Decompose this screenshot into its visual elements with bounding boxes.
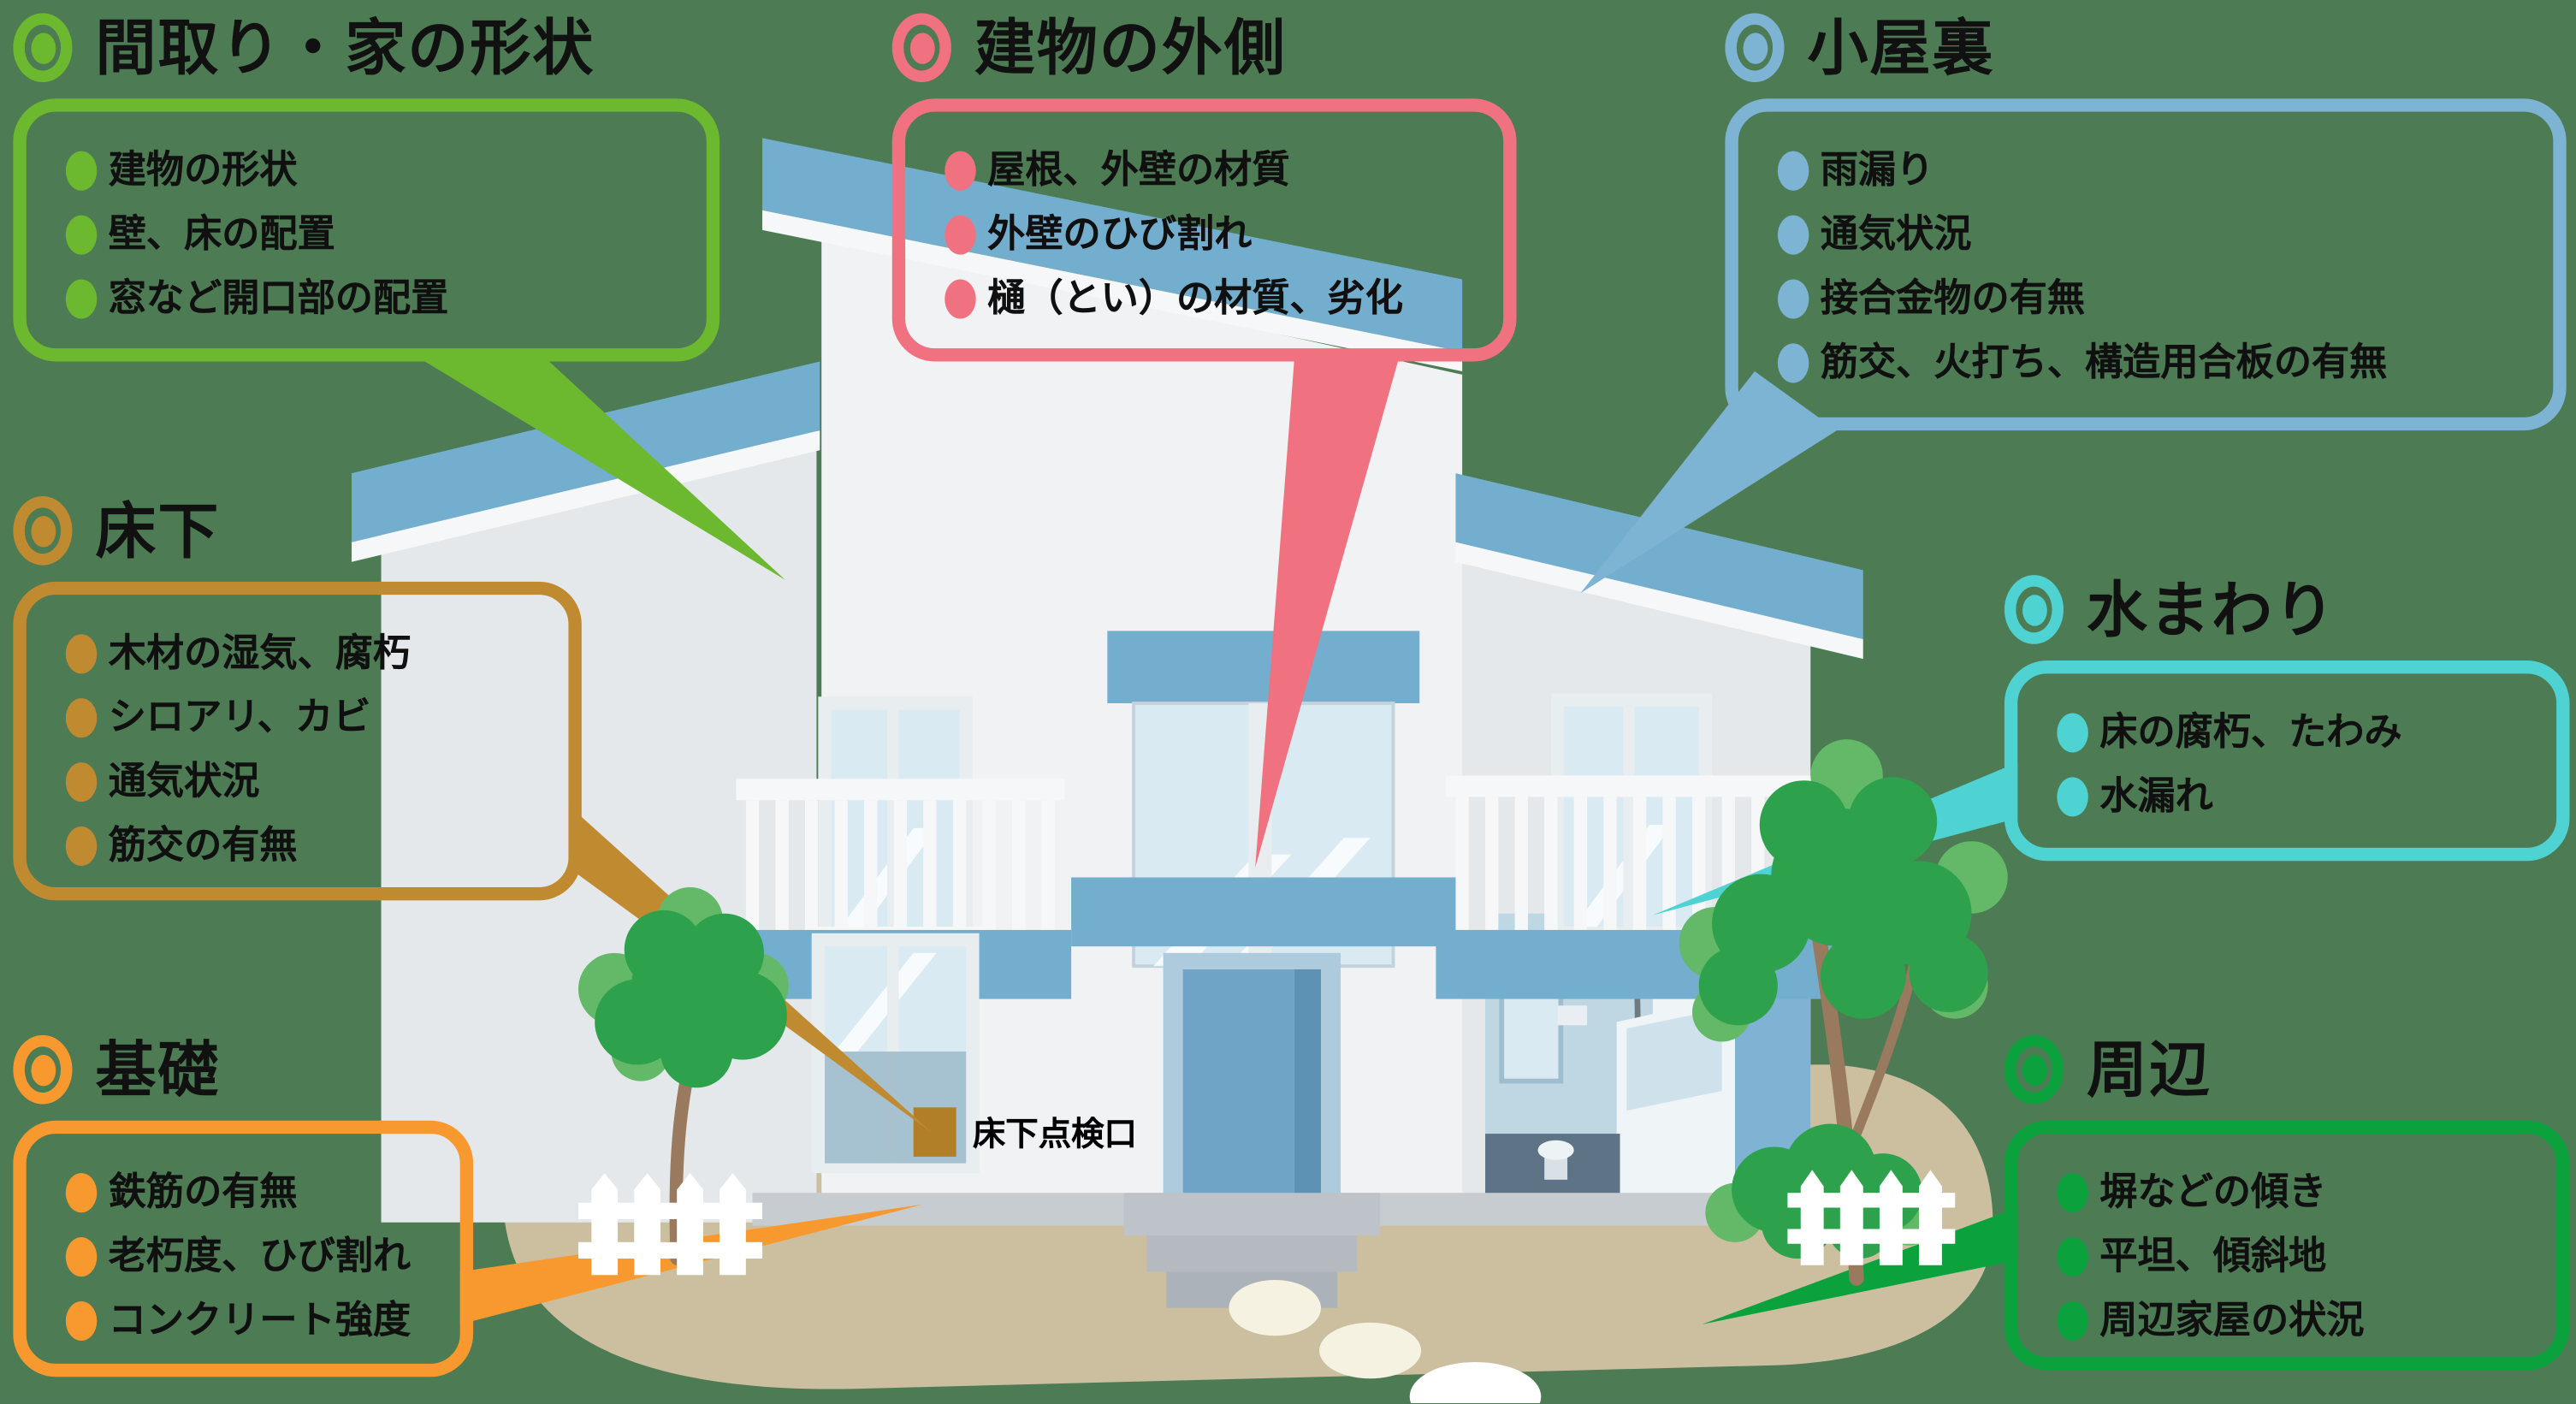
list-item: 筋交の有無: [65, 826, 546, 867]
bullet-icon: [65, 698, 98, 738]
picket-fence-left: [577, 1173, 763, 1276]
list-item: 壁、床の配置: [65, 215, 684, 255]
target-ring-icon: [1725, 13, 1785, 83]
bullet-icon: [945, 151, 976, 191]
callout-shuhen: 周辺 塀などの傾き 平坦、傾斜地 周辺家屋の状況: [2004, 1028, 2570, 1371]
callout-koyaura: 小屋裏 雨漏り 通気状況 接合金物の有無 筋交、火打ち、構造用合板の有無: [1725, 7, 2567, 431]
callout-kiso: 基礎 鉄筋の有無 老朽度、ひび割れ コンクリート強度: [13, 1028, 474, 1377]
bullet-icon: [65, 762, 98, 803]
list-item: 雨漏り: [1777, 151, 2531, 191]
bath-panel: [1557, 1005, 1588, 1026]
list-item: 外壁のひび割れ: [945, 216, 1480, 255]
list-item: 通気状況: [1777, 215, 2531, 255]
pointer-sotogawa: [1255, 354, 1401, 868]
callout-madori-box: 建物の形状 壁、床の配置 窓など開口部の配置: [13, 98, 720, 362]
list-item: 床の腐朽、たわみ: [2057, 713, 2533, 753]
callout-mizumawari-box: 床の腐朽、たわみ 水漏れ: [2004, 661, 2570, 862]
target-ring-icon: [13, 495, 73, 566]
list-item: 平坦、傾斜地: [2057, 1237, 2533, 1277]
bullet-icon: [65, 634, 98, 674]
callout-madori-header: 間取り・家の形状: [13, 7, 720, 89]
bullet-icon: [1777, 343, 1809, 383]
callout-title: 建物の外側: [974, 12, 1287, 83]
callout-shuhen-box: 塀などの傾き 平坦、傾斜地 周辺家屋の状況: [2004, 1120, 2570, 1371]
underfloor-hatch: [913, 1107, 956, 1157]
underfloor-hatch-label: 床下点検口: [972, 1114, 1137, 1154]
list-item: 鉄筋の有無: [65, 1173, 437, 1213]
bullet-icon: [2057, 1173, 2088, 1213]
canopy-belt: [1071, 877, 1460, 947]
target-ring-icon: [13, 13, 73, 83]
hatch-window: [811, 933, 980, 1174]
house: [351, 138, 1863, 1308]
right-wing-roof: [1455, 473, 1863, 640]
bullet-icon: [65, 279, 98, 319]
target-ring-icon: [13, 1034, 73, 1105]
bullet-icon: [65, 1237, 98, 1277]
callout-shuhen-header: 周辺: [2004, 1028, 2570, 1111]
list-item: 塀などの傾き: [2057, 1173, 2533, 1213]
front-door: [1163, 952, 1341, 1197]
callout-title: 間取り・家の形状: [95, 12, 595, 83]
list-item: 周辺家屋の状況: [2057, 1300, 2533, 1342]
target-ring-icon: [2004, 1034, 2064, 1105]
bullet-icon: [2057, 713, 2088, 753]
callout-sotogawa-header: 建物の外側: [891, 7, 1517, 89]
list-item: 老朽度、ひび割れ: [65, 1237, 437, 1277]
callout-madori: 間取り・家の形状 建物の形状 壁、床の配置 窓など開口部の配置: [13, 7, 720, 362]
tower-roof: [762, 138, 1463, 352]
list-item: コンクリート強度: [65, 1300, 437, 1342]
list-item: シロアリ、カビ: [65, 698, 546, 738]
callout-yukashita: 床下 木材の湿気、腐朽 シロアリ、カビ 通気状況 筋交の有無: [13, 489, 582, 901]
bullet-icon: [1777, 215, 1809, 255]
callout-yukashita-header: 床下: [13, 489, 581, 572]
picket-fence-right: [1787, 1170, 1956, 1265]
bullet-icon: [65, 1173, 98, 1213]
right-tree: [1679, 739, 2008, 1286]
list-item: 通気状況: [65, 762, 546, 803]
list-item: 接合金物の有無: [1777, 279, 2531, 319]
bullet-icon: [2057, 1300, 2088, 1342]
callout-sotogawa-box: 屋根、外壁の材質 外壁のひび割れ 樋（とい）の材質、劣化: [891, 98, 1517, 362]
callout-koyaura-header: 小屋裏: [1725, 7, 2566, 89]
list-item: 木材の湿気、腐朽: [65, 634, 546, 674]
callout-title: 小屋裏: [1807, 12, 1995, 83]
stepping-stones: [1229, 1279, 1542, 1404]
list-item: 樋（とい）の材質、劣化: [945, 279, 1480, 319]
callout-kiso-header: 基礎: [13, 1028, 473, 1111]
list-item: 筋交、火打ち、構造用合板の有無: [1777, 343, 2531, 383]
bullet-icon: [945, 279, 976, 319]
callout-title: 水まわり: [2086, 574, 2336, 645]
bullet-icon: [2057, 777, 2088, 817]
bullet-icon: [65, 826, 98, 867]
target-ring-icon: [2004, 575, 2064, 644]
callout-mizumawari: 水まわり 床の腐朽、たわみ 水漏れ: [2004, 568, 2570, 862]
callout-koyaura-box: 雨漏り 通気状況 接合金物の有無 筋交、火打ち、構造用合板の有無: [1725, 98, 2567, 431]
bullet-icon: [1777, 151, 1809, 191]
callout-title: 基礎: [95, 1034, 221, 1105]
bullet-icon: [65, 1300, 98, 1342]
callout-yukashita-box: 木材の湿気、腐朽 シロアリ、カビ 通気状況 筋交の有無: [13, 581, 582, 901]
callout-kiso-box: 鉄筋の有無 老朽度、ひび割れ コンクリート強度: [13, 1120, 474, 1377]
list-item: 水漏れ: [2057, 777, 2533, 817]
pointer-madori: [413, 354, 785, 580]
bullet-icon: [65, 215, 98, 255]
bullet-icon: [1777, 279, 1809, 319]
left-tree: [577, 887, 789, 1265]
bullet-icon: [65, 151, 98, 191]
callout-title: 床下: [95, 495, 221, 566]
list-item: 建物の形状: [65, 151, 684, 191]
bath-stool: [1537, 1140, 1574, 1160]
target-ring-icon: [891, 13, 951, 83]
bullet-icon: [2057, 1237, 2088, 1277]
list-item: 窓など開口部の配置: [65, 279, 684, 319]
list-item: 屋根、外壁の材質: [945, 151, 1480, 191]
callout-title: 周辺: [2086, 1034, 2212, 1105]
callout-sotogawa: 建物の外側 屋根、外壁の材質 外壁のひび割れ 樋（とい）の材質、劣化: [891, 7, 1517, 362]
callout-mizumawari-header: 水まわり: [2004, 568, 2570, 650]
bullet-icon: [945, 215, 976, 255]
